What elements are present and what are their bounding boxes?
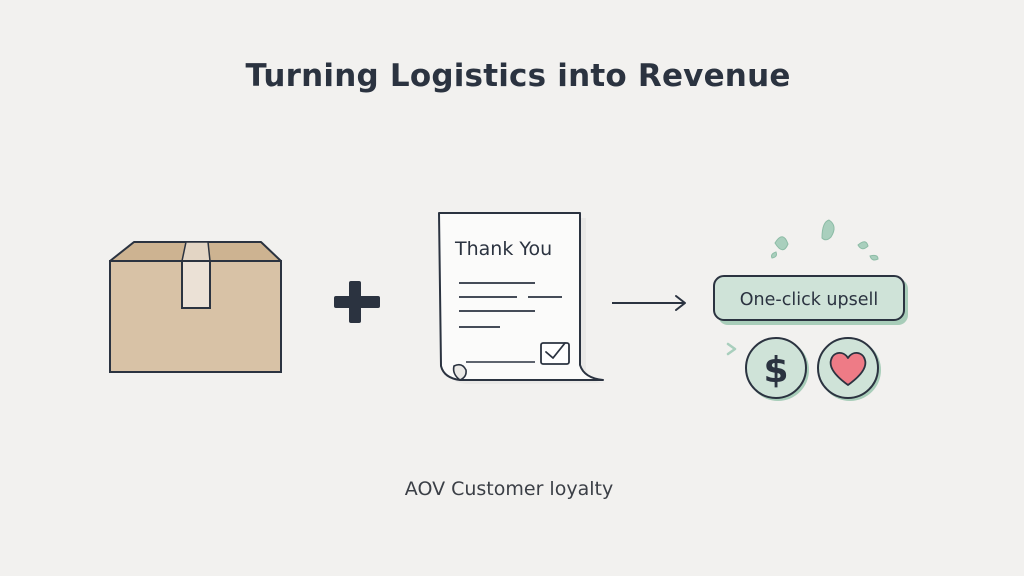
heart-icon: [829, 352, 867, 386]
diagram-title: Turning Logistics into Revenue: [245, 58, 791, 94]
heart-coin-icon: [817, 337, 881, 401]
plus-icon: [334, 281, 380, 323]
dollar-coin-icon: [745, 337, 809, 401]
upsell-badge: [713, 275, 908, 325]
coin-symbol: $: [763, 350, 788, 391]
checkbox-icon: [540, 342, 570, 365]
note-heading: Thank You: [454, 238, 552, 260]
chevron-right-icon: [726, 342, 737, 356]
sparkle-icon: [771, 219, 879, 261]
shipping-box-icon: [109, 241, 282, 373]
caption: AOV Customer loyalty: [404, 478, 614, 500]
upsell-label: One-click upsell: [740, 290, 878, 310]
arrow-right-icon: [612, 295, 686, 311]
